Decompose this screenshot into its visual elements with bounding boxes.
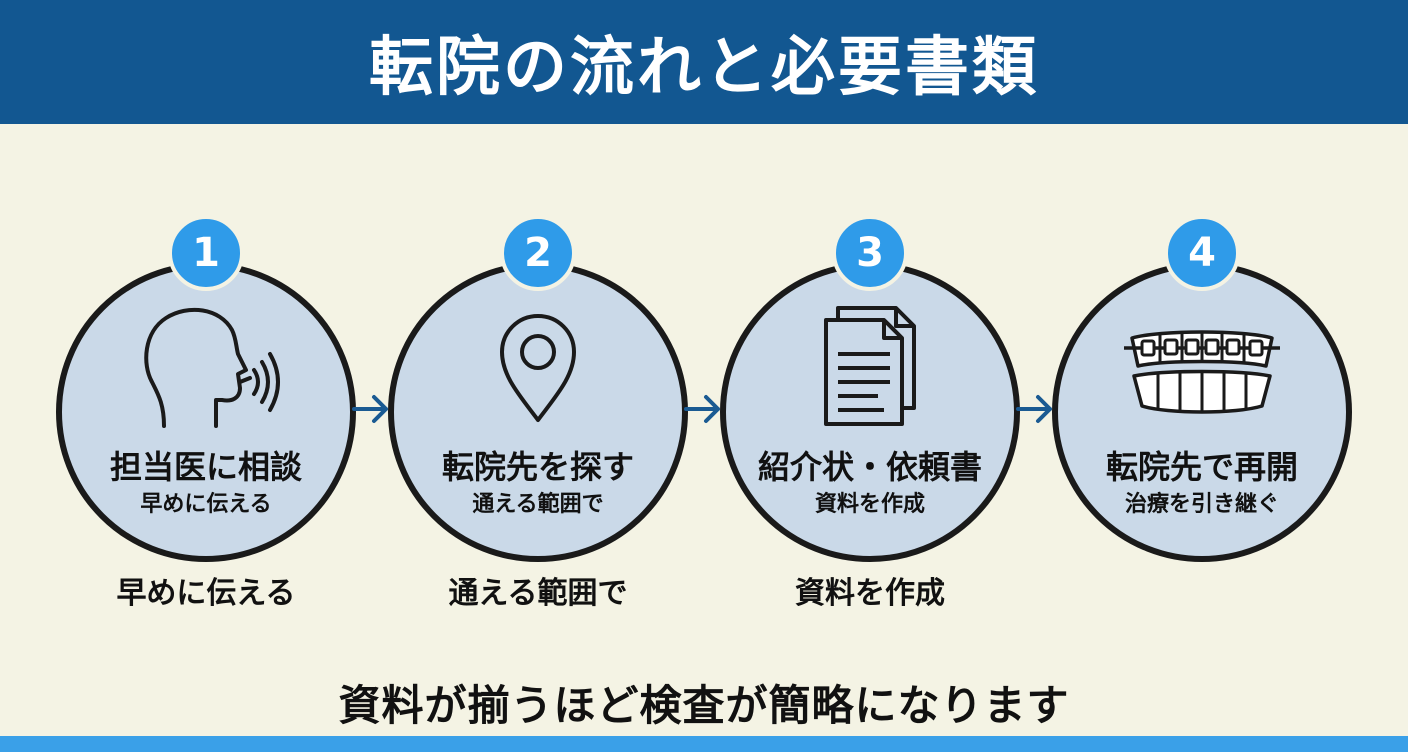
speaking-head-icon bbox=[144, 307, 280, 428]
step-title: 転院先を探す bbox=[441, 448, 634, 486]
step-3: 3 紹介状・依頼書 資料を作成 資料を作成 bbox=[720, 0, 1020, 752]
step-number-badge: 3 bbox=[832, 215, 908, 291]
bottom-accent-bar bbox=[0, 736, 1408, 752]
step-title: 転院先で再開 bbox=[1105, 448, 1298, 486]
step-2: 2 転院先を探す 通える範囲で 通える範囲で bbox=[388, 0, 688, 752]
footer-note: 資料が揃うほど検査が簡略になります bbox=[338, 681, 1070, 730]
arrow-right-icon bbox=[352, 395, 388, 423]
header-banner: 転院の流れと必要書類 bbox=[0, 0, 1408, 124]
step-circle bbox=[56, 262, 356, 562]
documents-icon bbox=[824, 306, 916, 426]
step-subtitle: 資料を作成 bbox=[814, 492, 925, 517]
step-subtitle: 治療を引き継ぐ bbox=[1124, 492, 1279, 517]
step-below-label: 通える範囲で bbox=[448, 576, 628, 611]
step-number-badge: 1 bbox=[168, 215, 244, 291]
step-subtitle: 通える範囲で bbox=[472, 492, 604, 517]
step-title: 紹介状・依頼書 bbox=[757, 448, 982, 486]
step-number-badge: 2 bbox=[500, 215, 576, 291]
step-title: 担当医に相談 bbox=[109, 448, 302, 486]
step-4: 4 転院先で再開 治療を引き継ぐ bbox=[1052, 0, 1352, 752]
arrow-right-icon bbox=[1016, 395, 1052, 423]
page-title: 転院の流れと必要書類 bbox=[369, 31, 1039, 105]
step-number-badge: 4 bbox=[1164, 215, 1240, 291]
step-subtitle: 早めに伝える bbox=[140, 492, 272, 517]
step-below-label: 資料を作成 bbox=[795, 576, 945, 611]
location-pin-icon bbox=[500, 314, 576, 422]
braces-teeth-icon bbox=[1124, 330, 1280, 414]
arrow-right-icon bbox=[684, 395, 720, 423]
step-1: 1 担当医に相談 早めに伝える 早めに伝える bbox=[56, 0, 356, 752]
step-below-label: 早めに伝える bbox=[116, 576, 296, 611]
